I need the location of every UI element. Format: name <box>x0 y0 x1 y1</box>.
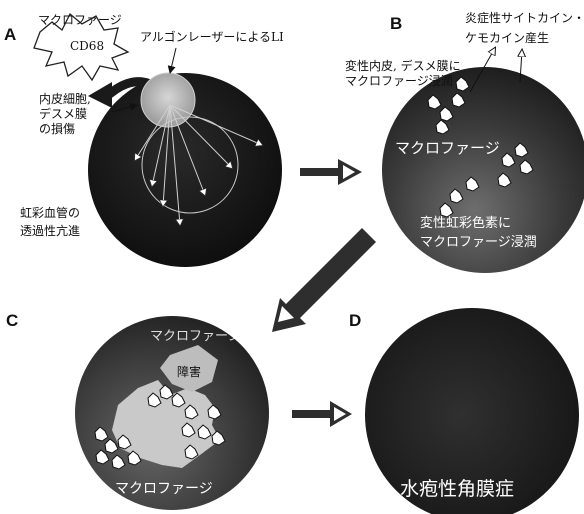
arrow-c-to-d <box>292 401 352 427</box>
arrow-a-to-b <box>300 159 362 185</box>
cd68-label: CD68 <box>70 39 104 53</box>
panel-b: B 炎症性サイトカイン・ ケモカイン産生 変性内皮, デスメ膜に マクロファージ… <box>345 10 584 273</box>
damage-label-c: 障害 <box>177 364 201 379</box>
infiltration-label-b-2: マクロファージ浸潤 <box>345 74 453 88</box>
damage-label-a-3: の損傷 <box>39 121 75 136</box>
macrophage-label-b: マクロファージ <box>395 139 500 157</box>
panel-b-letter: B <box>390 14 402 33</box>
panel-a: A マクロファージ CD68 アルゴンレーザーによるLI 内皮細胞, デスメ膜 <box>4 13 284 267</box>
panel-a-letter: A <box>4 25 16 44</box>
panel-d-letter: D <box>349 311 361 330</box>
panel-c-letter: C <box>6 311 18 330</box>
infiltration-label-b-1: 変性内皮, デスメ膜に <box>345 58 461 73</box>
damage-label-a-2: デスメ膜 <box>39 106 87 121</box>
panel-c: C マクロファージ 障害 マクロファージ <box>6 311 269 510</box>
macrophage-label-c-bottom: マクロファージ <box>115 481 213 497</box>
iris-label-2: マクロファージ浸潤 <box>420 235 537 250</box>
curved-arrow-a-head <box>88 82 112 108</box>
permeability-label-2: 透過性亢進 <box>20 223 80 238</box>
laser-pointer <box>170 48 176 73</box>
permeability-label-1: 虹彩血管の <box>20 205 80 220</box>
cytokine-label-1: 炎症性サイトカイン・ <box>465 10 584 25</box>
laser-label: アルゴンレーザーによるLI <box>140 29 284 44</box>
laser-spot <box>141 73 195 127</box>
result-label-d: 水疱性角膜症 <box>400 478 514 500</box>
iris-label-1: 変性虹彩色素に <box>420 215 511 231</box>
macrophage-label-a: マクロファージ <box>38 13 122 27</box>
damage-label-a-1: 内皮細胞, <box>39 92 91 106</box>
panel-d: D 水疱性角膜症 <box>349 308 579 514</box>
cytokine-label-2: ケモカイン産生 <box>465 30 549 45</box>
macrophage-label-c-top: マクロファージ <box>150 329 241 344</box>
